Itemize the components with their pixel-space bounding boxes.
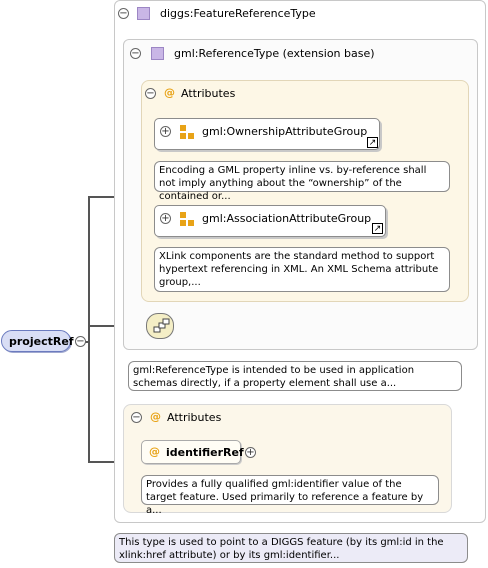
- base-type-note: gml:ReferenceType is intended to be used…: [128, 361, 462, 391]
- at-icon: @: [150, 410, 161, 423]
- identifier-ref-note: Provides a fully qualified gml:identifie…: [141, 475, 439, 516]
- expand-toggle-association[interactable]: +: [160, 213, 171, 224]
- attribute-group-icon: [180, 212, 194, 226]
- collapse-toggle-type[interactable]: −: [118, 8, 129, 19]
- expand-toggle-ownership[interactable]: +: [160, 126, 171, 137]
- expand-toggle-identifier-ref[interactable]: +: [245, 447, 256, 458]
- identifier-ref-attribute[interactable]: [141, 440, 241, 464]
- project-ref-element[interactable]: [1, 330, 71, 352]
- ownership-group-note: Encoding a GML property inline vs. by-re…: [154, 161, 450, 202]
- collapse-toggle-ext-attributes[interactable]: −: [131, 412, 142, 423]
- base-type-name: gml:ReferenceType (extension base): [174, 47, 375, 60]
- base-type-icon: [151, 47, 164, 60]
- collapse-toggle-base[interactable]: −: [130, 48, 141, 59]
- link-icon[interactable]: ↗: [367, 137, 378, 148]
- association-attribute-group[interactable]: [154, 205, 386, 237]
- identifier-ref-name: identifierRef: [166, 446, 244, 459]
- link-icon[interactable]: ↗: [372, 223, 383, 234]
- connector-element: [84, 341, 90, 343]
- attribute-group-icon: [180, 125, 194, 139]
- association-group-name: gml:AssociationAttributeGroup: [202, 212, 372, 225]
- collapse-toggle-base-attributes[interactable]: −: [145, 88, 156, 99]
- association-group-note: XLink components are the standard method…: [154, 247, 450, 292]
- at-icon: @: [164, 86, 175, 99]
- type-name: diggs:FeatureReferenceType: [160, 7, 316, 20]
- connector-trunk: [88, 196, 90, 462]
- sequence-compositor-icon[interactable]: [146, 313, 174, 339]
- type-note: This type is used to point to a DIGGS fe…: [114, 533, 468, 563]
- base-attributes-title: Attributes: [181, 87, 236, 100]
- connector-top: [88, 196, 128, 198]
- ext-attributes-title: Attributes: [167, 411, 222, 424]
- complex-type-icon: [137, 7, 150, 20]
- ownership-group-name: gml:OwnershipAttributeGroup: [202, 125, 368, 138]
- element-name: projectRef: [9, 335, 74, 348]
- collapse-toggle-element[interactable]: −: [75, 336, 86, 347]
- at-icon: @: [149, 445, 160, 458]
